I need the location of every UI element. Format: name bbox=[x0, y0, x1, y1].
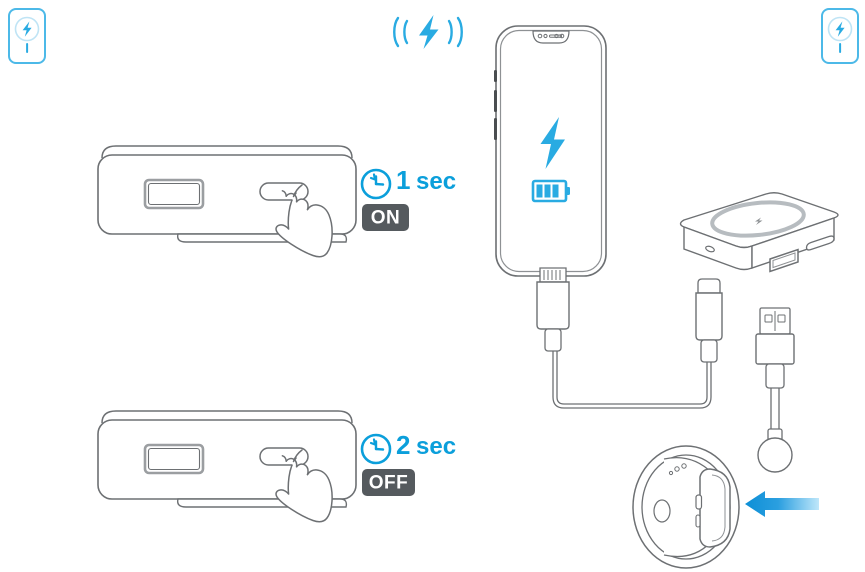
magsafe-bolt-icon bbox=[755, 217, 763, 225]
cable-wire-inner bbox=[556, 351, 708, 405]
usb-a-port-inner bbox=[772, 252, 796, 269]
usb-a-port-inner bbox=[147, 447, 201, 471]
state-badge-on: ON bbox=[362, 204, 414, 232]
finger-tip-line bbox=[292, 449, 303, 463]
state-badge-off: OFF bbox=[362, 469, 422, 497]
state-badge-on-label: ON bbox=[371, 208, 401, 229]
front-camera-icon bbox=[537, 33, 543, 39]
usb-a-housing bbox=[755, 333, 795, 365]
magsafe-ring-icon bbox=[827, 16, 853, 42]
watch-case-edge bbox=[711, 474, 726, 542]
duration-label-off: 2 sec bbox=[396, 427, 476, 463]
heart-sensor-icon bbox=[674, 466, 680, 472]
usb-c-connector bbox=[695, 278, 723, 363]
lightning-bolt-icon bbox=[419, 15, 439, 49]
clock-icon bbox=[360, 168, 392, 200]
step-power-on bbox=[90, 136, 392, 261]
attach-arrow bbox=[745, 487, 825, 527]
finger-tip-line bbox=[292, 184, 303, 198]
usb-a-connector bbox=[755, 307, 795, 389]
state-badge-off-label: OFF bbox=[369, 473, 409, 494]
lightning-bolt-icon bbox=[22, 21, 32, 37]
usb-c-port bbox=[705, 245, 715, 253]
lightning-connector bbox=[536, 267, 570, 352]
duration-unit-on: sec bbox=[416, 168, 456, 195]
battery-icon bbox=[531, 179, 570, 203]
status-line-icon bbox=[26, 43, 29, 53]
duration-unit-off: sec bbox=[416, 433, 456, 460]
cable-strain-relief bbox=[700, 339, 718, 363]
proximity-sensor-icon bbox=[559, 33, 565, 39]
sensor-icon bbox=[668, 470, 674, 476]
wireless-charge-badge-right bbox=[819, 6, 861, 66]
battery-bar bbox=[552, 184, 559, 198]
duration-value-off: 2 bbox=[396, 430, 410, 460]
lightning-bolt-icon bbox=[835, 21, 845, 37]
cable-wire-outer bbox=[552, 351, 712, 409]
wireless-charge-badge-left bbox=[6, 6, 48, 66]
usb-contact bbox=[764, 314, 773, 323]
strap-hole bbox=[653, 499, 671, 523]
state-badge-off-bg bbox=[362, 469, 415, 496]
sensor-icon bbox=[543, 33, 548, 39]
lightning-bolt-icon bbox=[540, 117, 565, 169]
power-bank-perspective bbox=[648, 186, 848, 296]
clock-icon bbox=[360, 433, 392, 465]
mute-switch-button[interactable] bbox=[494, 70, 497, 82]
digital-crown-button[interactable] bbox=[695, 494, 703, 510]
usb-a-port-inner bbox=[147, 182, 201, 206]
battery-bar bbox=[544, 184, 551, 198]
volume-down-button[interactable] bbox=[494, 118, 497, 140]
sensor-icon bbox=[554, 33, 559, 39]
power-button[interactable] bbox=[805, 235, 835, 251]
wireless-charging-signal bbox=[386, 8, 470, 56]
press-button-finger bbox=[275, 455, 333, 523]
signal-waves-right-icon bbox=[447, 16, 463, 48]
magsafe-ring bbox=[710, 200, 806, 238]
arrow-left-icon bbox=[745, 491, 819, 517]
watch-case bbox=[699, 468, 731, 548]
state-badge-on-bg bbox=[362, 204, 409, 231]
usb-a-watch-charger-cable bbox=[752, 305, 822, 473]
usb-contact bbox=[777, 314, 786, 323]
smartphone bbox=[488, 22, 614, 282]
status-line-icon bbox=[839, 43, 842, 53]
watch-charger-puck bbox=[757, 437, 793, 473]
battery-terminal bbox=[566, 187, 570, 195]
magsafe-ring-icon bbox=[14, 16, 40, 42]
duration-value-on: 1 bbox=[396, 165, 410, 195]
battery-bar bbox=[536, 184, 543, 198]
signal-waves-left-icon bbox=[393, 16, 409, 48]
lightning-to-usbc-cable bbox=[526, 262, 736, 417]
cable-strain-relief bbox=[765, 363, 785, 389]
duration-label-on: 1 sec bbox=[396, 162, 476, 198]
side-button[interactable] bbox=[695, 514, 701, 528]
step-power-off bbox=[90, 401, 392, 526]
smartwatch bbox=[630, 443, 760, 571]
volume-up-button[interactable] bbox=[494, 90, 497, 112]
cable-strain-relief bbox=[544, 328, 562, 352]
heart-sensor-icon bbox=[681, 463, 687, 469]
